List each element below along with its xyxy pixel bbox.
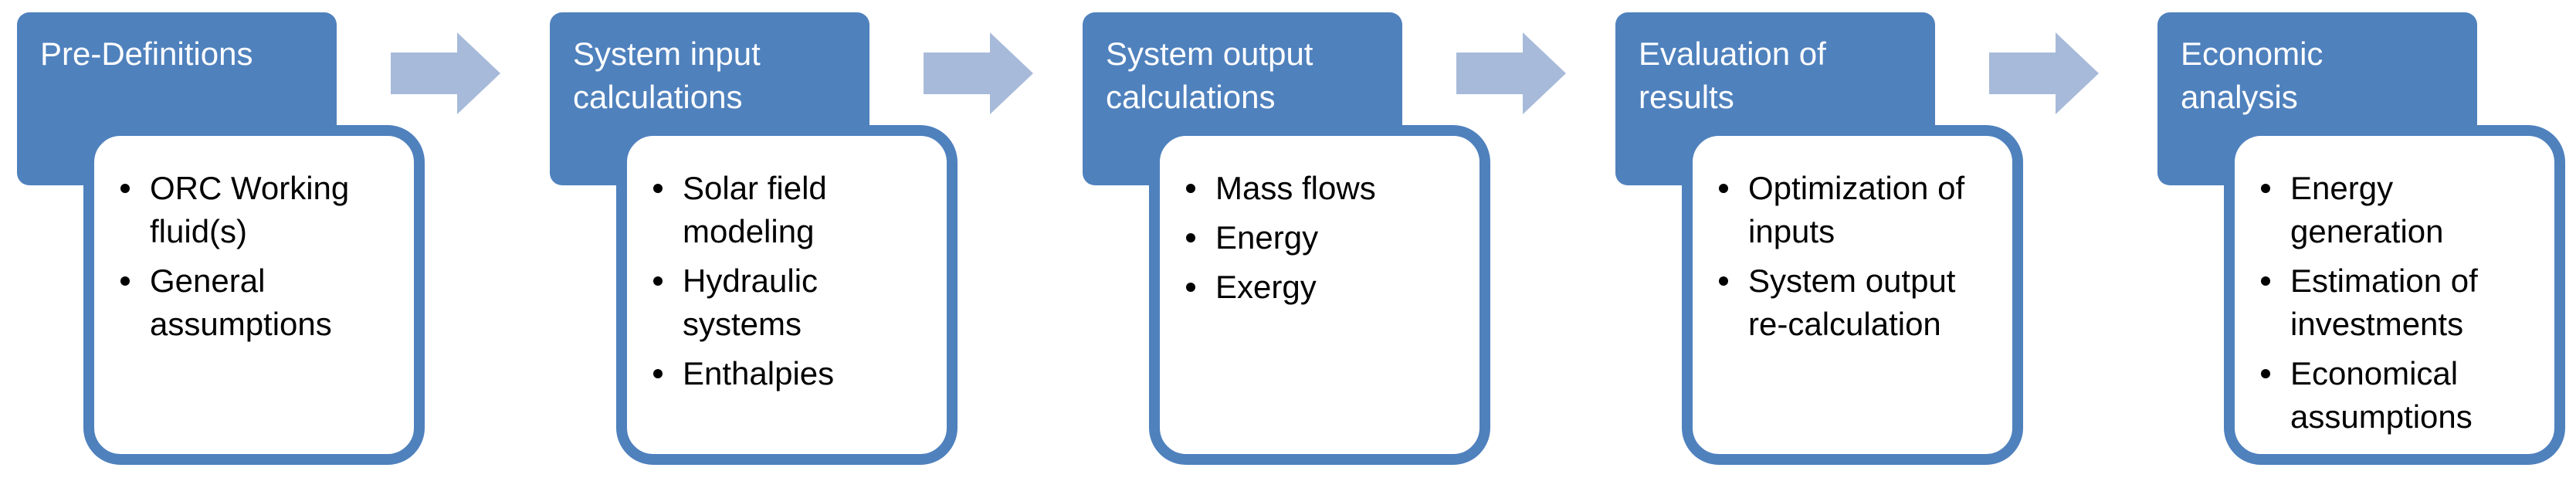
right-arrow-icon (924, 32, 1033, 114)
stage-item-list: Mass flows Energy Exergy (1180, 167, 1459, 309)
list-item-text: Estimation of investments (2290, 263, 2478, 342)
stage-item-list: Optimization of inputs System output re-… (1713, 167, 1992, 346)
bullet-icon (653, 184, 663, 193)
list-item: Enthalpies (647, 352, 927, 395)
list-item: Solar field modeling (647, 167, 927, 253)
bullet-icon (1186, 184, 1195, 193)
list-item: Optimization of inputs (1713, 167, 1992, 253)
stage-economic-analysis: Economic analysis Energy generation Esti… (2157, 0, 2567, 488)
stage-card: Optimization of inputs System output re-… (1682, 125, 2023, 465)
list-item-text: ORC Working fluid(s) (150, 170, 350, 249)
stage-evaluation-of-results: Evaluation of results Optimization of in… (1615, 0, 2025, 488)
right-arrow-icon (1456, 32, 1566, 114)
bullet-icon (1719, 276, 1728, 286)
stage-card: Energy generation Estimation of investme… (2224, 125, 2565, 465)
list-item-text: Solar field modeling (683, 170, 827, 249)
bullet-icon (2261, 276, 2270, 286)
list-item-text: General assumptions (150, 263, 332, 342)
list-item-text: Hydraulic systems (683, 263, 819, 342)
list-item: ORC Working fluid(s) (114, 167, 394, 253)
list-item-text: System output re-calculation (1748, 263, 1956, 342)
list-item-text: Exergy (1215, 269, 1317, 305)
list-item: General assumptions (114, 259, 394, 346)
list-item-text: Optimization of inputs (1748, 170, 1965, 249)
list-item: Exergy (1180, 266, 1459, 309)
list-item-text: Enthalpies (683, 355, 835, 391)
stage-item-list: ORC Working fluid(s) General assumptions (114, 167, 394, 346)
bullet-icon (2261, 184, 2270, 193)
right-arrow-icon (391, 32, 500, 114)
list-item: Estimation of investments (2255, 259, 2534, 346)
list-item-text: Energy generation (2290, 170, 2444, 249)
stage-system-input-calculations: System input calculations Solar field mo… (550, 0, 959, 488)
stage-card: ORC Working fluid(s) General assumptions (83, 125, 425, 465)
bullet-icon (1186, 283, 1195, 292)
stage-card: Solar field modeling Hydraulic systems E… (616, 125, 958, 465)
list-item-text: Energy (1215, 219, 1319, 256)
stage-card: Mass flows Energy Exergy (1149, 125, 1490, 465)
bullet-icon (1186, 233, 1195, 242)
list-item: Energy generation (2255, 167, 2534, 253)
list-item: Economical assumptions (2255, 352, 2534, 439)
stage-item-list: Solar field modeling Hydraulic systems E… (647, 167, 927, 395)
stage-pre-definitions: Pre-Definitions ORC Working fluid(s) Gen… (17, 0, 426, 488)
stage-header: System output calculations (1083, 12, 1402, 185)
right-arrow-icon (1989, 32, 2099, 114)
list-item: Mass flows (1180, 167, 1459, 210)
list-item-text: Economical assumptions (2290, 355, 2473, 435)
bullet-icon (120, 184, 130, 193)
bullet-icon (120, 276, 130, 286)
bullet-icon (653, 369, 663, 378)
list-item-text: Mass flows (1215, 170, 1376, 206)
list-item: Hydraulic systems (647, 259, 927, 346)
bullet-icon (2261, 369, 2270, 378)
list-item: Energy (1180, 216, 1459, 259)
bullet-icon (653, 276, 663, 286)
stage-item-list: Energy generation Estimation of investme… (2255, 167, 2534, 439)
bullet-icon (1719, 184, 1728, 193)
stage-system-output-calculations: System output calculations Mass flows En… (1083, 0, 1492, 488)
list-item: System output re-calculation (1713, 259, 1992, 346)
